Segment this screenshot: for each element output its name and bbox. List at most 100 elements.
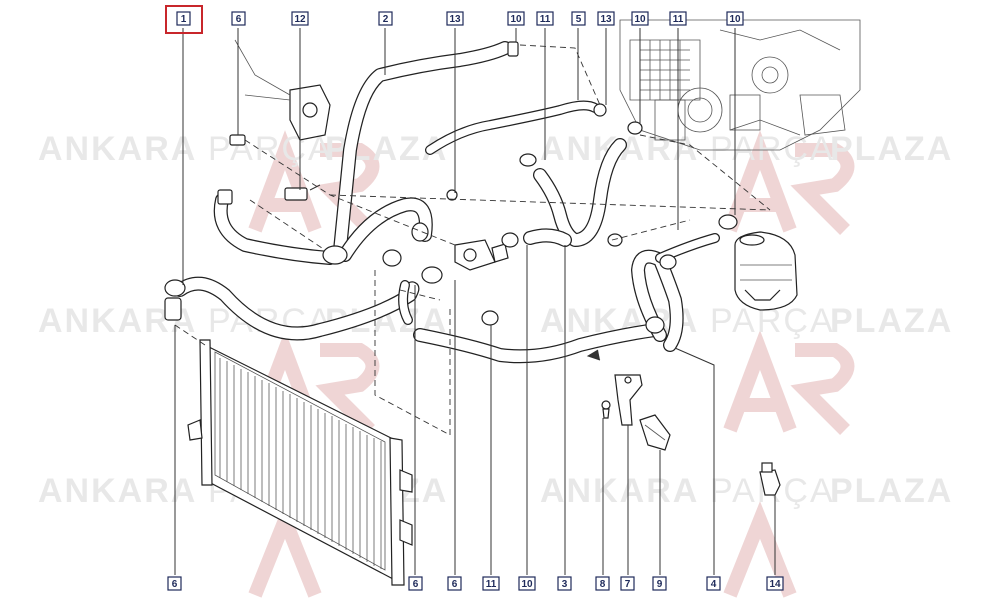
hose-5 — [425, 100, 600, 155]
clamp-6-mid — [382, 249, 402, 267]
radiator — [187, 339, 413, 586]
callout-label: 3 — [562, 579, 568, 590]
clamp-13-right — [593, 103, 607, 117]
watermark-brand-left: ANKARA — [540, 472, 699, 510]
callout-label: 10 — [634, 14, 646, 25]
callout-13[interactable]: 13 — [446, 11, 464, 26]
clamp-10-far-right — [718, 214, 738, 230]
callout-label: 6 — [236, 14, 242, 25]
watermark-brand-left: ANKARA — [38, 472, 197, 510]
hose-4 — [413, 323, 662, 364]
callout-label: 12 — [294, 14, 306, 25]
highlighted-callout-frame — [165, 5, 203, 34]
coolant-bracket-upper — [234, 39, 331, 141]
callout-10[interactable]: 10 — [507, 11, 525, 26]
clamp-6-mid-upper — [411, 222, 429, 242]
callout-6[interactable]: 6 — [167, 576, 182, 591]
sensor-14 — [759, 462, 781, 496]
hose-upper-left — [213, 193, 337, 265]
callout-6[interactable]: 6 — [447, 576, 462, 591]
clamp-1-radiator — [164, 279, 186, 297]
clamp-12 — [284, 187, 308, 201]
callout-label: 6 — [452, 579, 458, 590]
callout-6[interactable]: 6 — [231, 11, 246, 26]
callout-8[interactable]: 8 — [595, 576, 610, 591]
hose-3 — [533, 138, 627, 247]
callout-3[interactable]: 3 — [557, 576, 572, 591]
callout-4[interactable]: 4 — [706, 576, 721, 591]
callout-12[interactable]: 12 — [291, 11, 309, 26]
bolt-8 — [601, 400, 611, 419]
callout-label: 9 — [657, 579, 663, 590]
clamp-expansion — [659, 254, 677, 270]
callout-label: 8 — [600, 579, 606, 590]
callout-9[interactable]: 9 — [652, 576, 667, 591]
clamp-10-top — [507, 41, 519, 57]
callout-11[interactable]: 11 — [536, 11, 554, 26]
callout-label: 10 — [729, 14, 741, 25]
watermark-brand-left: ANKARA — [38, 130, 197, 168]
engine-block — [619, 19, 861, 151]
clamp-11-lower — [481, 310, 499, 326]
radiator-fins — [219, 358, 382, 569]
clamp-10-mid — [501, 232, 519, 248]
callout-label: 11 — [540, 14, 551, 25]
callout-label: 14 — [769, 579, 781, 590]
clamp-6-radiator — [164, 297, 182, 321]
hose-lower-radiator — [173, 276, 420, 341]
watermark-brand-right: PLAZA — [830, 302, 953, 340]
clamp-6-thermo — [421, 266, 443, 284]
dashed-assembly-lines — [174, 44, 771, 436]
callout-10[interactable]: 10 — [726, 11, 744, 26]
callout-label: 1 — [181, 14, 187, 25]
callouts-bottom: 6 6 6 11 10 3 8 7 — [167, 576, 784, 591]
clamp-11-right — [607, 233, 623, 247]
expansion-tank — [734, 231, 798, 311]
callout-11[interactable]: 11 — [482, 576, 500, 591]
watermark-brand-mid: PARÇA — [710, 130, 835, 168]
callout-7[interactable]: 7 — [620, 576, 635, 591]
callout-2[interactable]: 2 — [378, 11, 393, 26]
clamp-6-top — [229, 134, 246, 146]
clamp-2-lower — [322, 245, 348, 265]
hose-2-main — [333, 41, 512, 257]
watermark-brand-right: PLAZA — [830, 130, 953, 168]
watermark-brand-right: PLAZA — [830, 472, 953, 510]
hose-6-mid — [398, 280, 413, 325]
callout-label: 4 — [711, 579, 717, 590]
callout-label: 13 — [600, 14, 612, 25]
thermostat-housing — [454, 239, 509, 271]
callout-label: 5 — [576, 14, 582, 25]
callout-label: 11 — [486, 579, 497, 590]
callout-14[interactable]: 14 — [766, 576, 784, 591]
arrow-bracket — [586, 349, 601, 361]
callout-label: 10 — [521, 579, 533, 590]
callout-label: 7 — [625, 579, 631, 590]
callout-10[interactable]: 10 — [631, 11, 649, 26]
clamp-4 — [645, 316, 665, 334]
callouts-top: 1 6 12 2 13 10 11 5 — [165, 5, 744, 34]
callout-label: 2 — [383, 14, 389, 25]
callout-5[interactable]: 5 — [571, 11, 586, 26]
callout-label: 11 — [673, 14, 684, 25]
clamp-6-left — [217, 189, 233, 205]
callout-6[interactable]: 6 — [408, 576, 423, 591]
callout-1[interactable]: 1 — [176, 11, 191, 26]
callout-13[interactable]: 13 — [597, 11, 615, 26]
callout-10[interactable]: 10 — [518, 576, 536, 591]
callout-label: 6 — [172, 579, 178, 590]
hose-10-pipe — [523, 228, 572, 247]
bracket-9 — [639, 414, 671, 451]
clamp-10-right — [627, 121, 643, 135]
clamp-11-top — [519, 153, 537, 167]
callout-11[interactable]: 11 — [669, 11, 687, 26]
callout-label: 6 — [413, 579, 419, 590]
arrow-left — [309, 184, 321, 191]
leader-lines — [174, 28, 776, 575]
hose-2-branch — [338, 197, 433, 262]
callout-label: 10 — [510, 14, 522, 25]
callout-label: 13 — [449, 14, 461, 25]
clamps — [164, 41, 738, 334]
